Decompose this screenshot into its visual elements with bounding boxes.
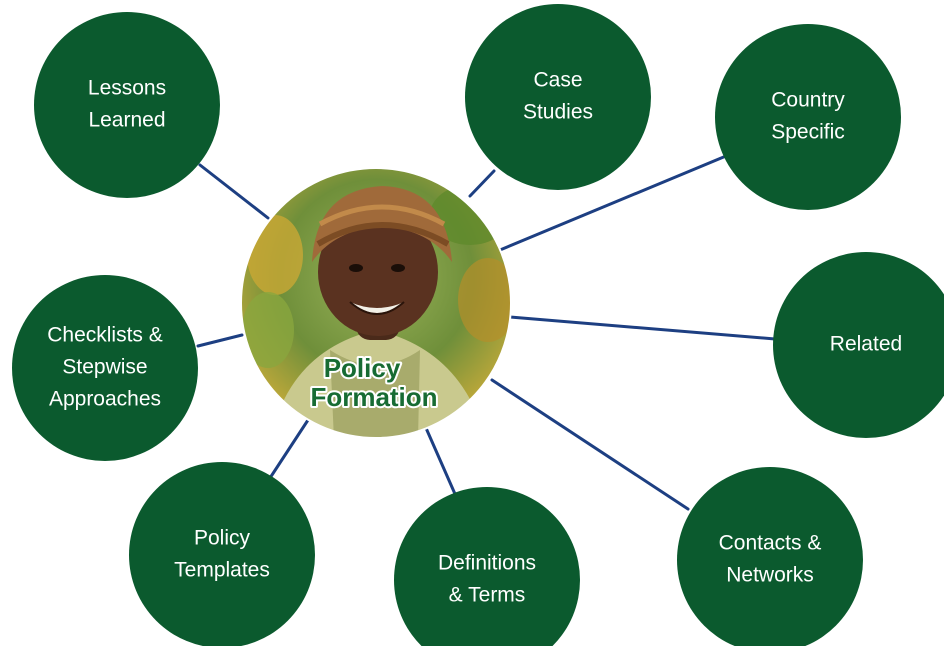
- node-label-case-studies-line1: Case: [533, 69, 582, 92]
- node-label-lessons-learned-line2: Learned: [88, 109, 165, 132]
- connector-policy-templates: [268, 418, 310, 480]
- center-node[interactable]: Policy Formation: [240, 167, 518, 440]
- connector-related: [508, 315, 777, 341]
- connector-contacts-networks: [490, 378, 690, 511]
- connector-checklists-stepwise: [196, 333, 244, 348]
- node-related[interactable]: Related: [773, 252, 944, 438]
- node-definitions-terms[interactable]: Definitions & Terms: [394, 487, 580, 646]
- node-label-country-specific-line2: Specific: [771, 121, 845, 144]
- node-label-checklists-stepwise-line1: Checklists &: [47, 324, 163, 347]
- node-label-definitions-terms-line1: Definitions: [438, 552, 536, 575]
- node-label-checklists-stepwise-line3: Approaches: [49, 388, 161, 411]
- connector-country-specific: [498, 154, 728, 252]
- node-circle-lessons-learned[interactable]: [34, 12, 220, 198]
- connector-definitions-terms: [424, 426, 457, 496]
- woman-photo-illustration: [241, 168, 511, 438]
- node-label-contacts-networks-line2: Networks: [726, 564, 814, 587]
- node-circle-country-specific[interactable]: [715, 24, 901, 210]
- center-title-line1: Policy: [324, 353, 401, 383]
- connector-lessons-learned: [198, 163, 270, 220]
- node-circle-contacts-networks[interactable]: [677, 467, 863, 646]
- node-label-policy-templates-line2: Templates: [174, 559, 270, 582]
- center-title-line2: Formation: [310, 382, 437, 412]
- node-label-related-line1: Related: [830, 333, 902, 356]
- node-circle-related[interactable]: [773, 252, 944, 438]
- node-label-policy-templates-line1: Policy: [194, 527, 251, 550]
- node-label-contacts-networks-line1: Contacts &: [719, 532, 822, 555]
- node-label-definitions-terms-line2: & Terms: [449, 584, 526, 607]
- node-circle-case-studies[interactable]: [465, 4, 651, 190]
- node-label-lessons-learned-line1: Lessons: [88, 77, 166, 100]
- connector-lines: [196, 154, 777, 511]
- node-circle-policy-templates[interactable]: [129, 462, 315, 646]
- node-circle-checklists-stepwise[interactable]: [12, 275, 198, 461]
- node-label-country-specific-line1: Country: [771, 89, 845, 112]
- node-label-case-studies-line2: Studies: [523, 101, 593, 124]
- node-circle-definitions-terms[interactable]: [394, 487, 580, 646]
- node-label-checklists-stepwise-line2: Stepwise: [62, 356, 147, 379]
- connector-case-studies: [468, 169, 496, 198]
- node-contacts-networks[interactable]: Contacts & Networks: [677, 467, 863, 646]
